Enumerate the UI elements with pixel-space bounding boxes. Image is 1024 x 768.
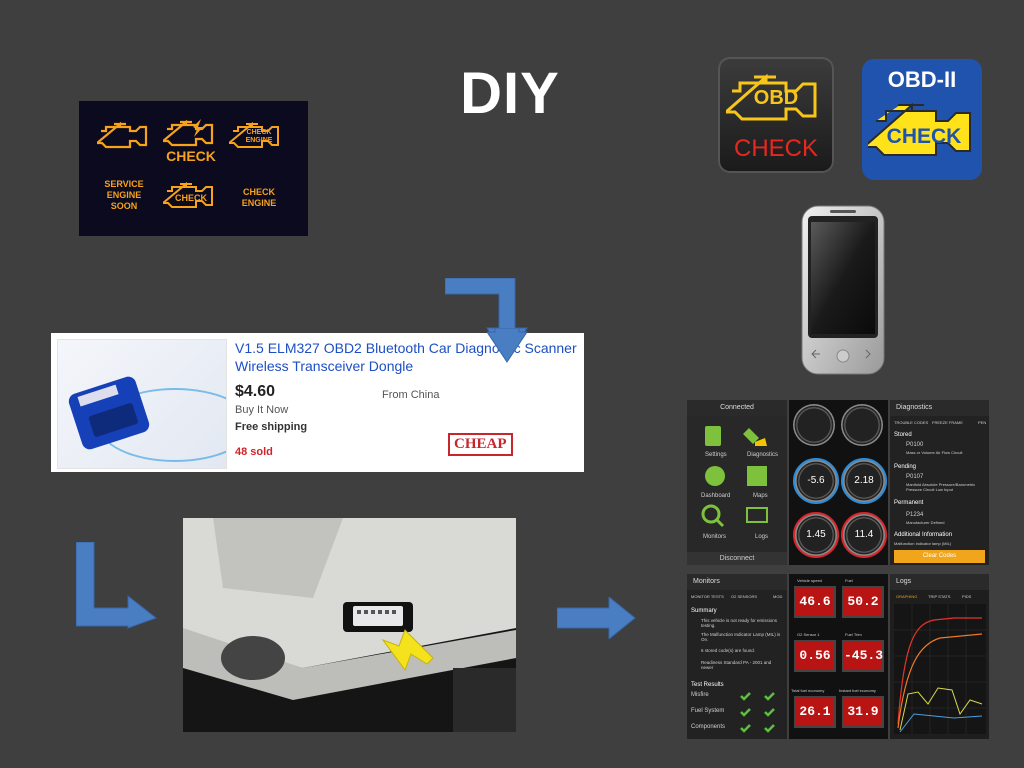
mon-line-0: This vehicle is not ready for emissions … xyxy=(701,618,778,628)
mon-line-3: Readiness Standard PA - 2001 and newer xyxy=(701,660,772,670)
arrow-right-l-icon xyxy=(76,542,158,629)
menu-diagnostics[interactable]: Diagnostics xyxy=(747,452,779,458)
diag-tab-0[interactable]: TROUBLE CODES xyxy=(894,420,929,425)
mon-test-0: Misfire xyxy=(691,692,709,698)
diag-permanent-label: Permanent xyxy=(894,500,924,506)
diag-pending-code: P0107 xyxy=(906,474,924,480)
connected-screen: Connected Settings Diagnostics Dashboard… xyxy=(687,400,787,565)
service-engine-soon-label: SERVICE ENGINE SOON xyxy=(104,179,144,211)
readout-label-3: Fuel Trim xyxy=(845,632,862,637)
gauge-2: 2.18 xyxy=(841,458,887,504)
check-engine-text-label: CHECK ENGINE xyxy=(241,187,277,208)
obd-check-app-icon[interactable]: OBD CHECK xyxy=(718,57,834,173)
readouts-screen: Vehicle speed Fuel 46.6 50.2 O2 Sensor 1… xyxy=(789,574,888,739)
logs-header: Logs xyxy=(890,574,989,590)
cheap-stamp: CHEAP xyxy=(448,433,513,456)
diag-permanent-desc: Manufacturer Defined xyxy=(906,520,945,525)
connected-header: Connected xyxy=(687,400,787,416)
readout-0: 46.6 xyxy=(794,586,836,618)
obd-dongle-image xyxy=(57,339,227,469)
monitors-header: Monitors xyxy=(687,574,787,590)
gauge-3: 1.45 xyxy=(793,512,839,558)
mon-tab-2[interactable]: MOD xyxy=(773,594,783,599)
gauges-screen: -5.6 2.18 1.45 11.4 xyxy=(789,400,888,565)
gauge-1: -5.6 xyxy=(793,458,839,504)
mon-summary-label: Summary xyxy=(691,608,717,614)
logs-screen: Logs GRAPHING TRIP STATS PIDS xyxy=(890,574,989,739)
icon1-bottom-label: CHECK xyxy=(733,135,818,162)
grid-icons xyxy=(701,426,768,528)
gauge-rpm xyxy=(841,404,883,446)
mon-tab-0[interactable]: MONITOR TESTS xyxy=(691,594,724,599)
mon-tab-1[interactable]: O2 SENSORS xyxy=(731,594,758,599)
diag-additional-desc: Malfunction Indicator lamp (MIL) xyxy=(894,541,952,546)
obd2-check-app-icon[interactable]: OBD-II CHECK xyxy=(862,59,982,180)
diag-stored-label: Stored xyxy=(894,432,912,438)
readout-label-2: O2 Sensor 1 xyxy=(797,632,820,637)
readout-label-1: Fuel xyxy=(845,578,853,583)
listing-title[interactable]: V1.5 ELM327 OBD2 Bluetooth Car Diagnosti… xyxy=(235,340,577,374)
check-engine-icon xyxy=(229,121,279,148)
mon-test-results-label: Test Results xyxy=(691,682,724,688)
diagnostics-header: Diagnostics xyxy=(890,400,989,416)
mon-line-2: 6 stored code(s) are found. xyxy=(701,648,756,653)
icon1-top-label: OBD xyxy=(753,87,799,109)
logs-tab-0[interactable]: GRAPHING xyxy=(896,594,918,599)
readout-1: 50.2 xyxy=(842,586,884,618)
diag-pending-label: Pending xyxy=(894,464,917,470)
mon-test-2: Components xyxy=(691,724,726,730)
disconnect-button[interactable]: Disconnect xyxy=(687,552,787,565)
menu-logs[interactable]: Logs xyxy=(755,534,769,540)
readout-2: 0.56 xyxy=(794,640,836,672)
readout-3: -45.3 xyxy=(842,640,884,672)
readout-label-0: Vehicle speed xyxy=(797,578,822,583)
diag-tab-2[interactable]: PEN xyxy=(978,420,987,425)
diagnostics-screen: Diagnostics TROUBLE CODES FREEZE FRAME P… xyxy=(890,400,989,565)
logs-tab-2[interactable]: PIDS xyxy=(962,594,972,599)
page-title: DIY xyxy=(460,61,560,126)
engine-icon xyxy=(97,121,148,149)
monitors-screen: Monitors MONITOR TESTS O2 SENSORS MOD Su… xyxy=(687,574,787,739)
diag-pending-desc: Manifold Absolute Pressure/Barometric Pr… xyxy=(906,482,976,492)
icon2-top-label: OBD-II xyxy=(887,67,957,92)
clear-codes-button[interactable]: Clear Codes xyxy=(894,550,985,563)
arrow-down-head-icon xyxy=(487,328,528,363)
check-engine-small-icon xyxy=(163,181,213,208)
readout-label-4: Total fuel economy xyxy=(791,688,825,693)
log-graph xyxy=(894,604,986,734)
sold-count: 48 sold xyxy=(235,446,273,458)
check-label-large: CHECK xyxy=(166,148,216,164)
readout-label-5: Instant fuel economy xyxy=(839,688,876,693)
ebay-listing[interactable]: V1.5 ELM327 OBD2 Bluetooth Car Diagnosti… xyxy=(51,333,584,472)
warning-lights-panel: CHECK CHECK ENGINE SERVICE ENGINE SOON C… xyxy=(79,101,308,236)
logs-tab-1[interactable]: TRIP STATS xyxy=(928,594,951,599)
icon2-bottom-label: CHECK xyxy=(886,125,962,148)
mon-test-1: Fuel System xyxy=(691,708,725,714)
buy-it-now-label: Buy It Now xyxy=(235,404,289,416)
gauge-speed xyxy=(793,404,835,446)
diag-tab-1[interactable]: FREEZE FRAME xyxy=(932,420,963,425)
mon-line-1: The Malfunction Indicator Lamp (MIL) is … xyxy=(701,632,781,642)
diag-stored-code: P0100 xyxy=(906,442,924,448)
smartphone-image xyxy=(800,204,886,376)
check-label-small: CHECK xyxy=(175,193,208,203)
gauge-4: 11.4 xyxy=(841,512,887,558)
menu-dashboard[interactable]: Dashboard xyxy=(701,493,731,499)
readout-5: 31.9 xyxy=(842,696,884,728)
diag-stored-desc: Mass or Volume Air Flow Circuit xyxy=(906,450,963,455)
readout-4: 26.1 xyxy=(794,696,836,728)
obd-port-photo xyxy=(183,518,516,732)
shipping-label: Free shipping xyxy=(235,421,308,433)
menu-monitors[interactable]: Monitors xyxy=(703,534,727,540)
check-engine-icon-text: CHECK ENGINE xyxy=(245,129,273,144)
listing-price: $4.60 xyxy=(235,383,276,400)
menu-maps[interactable]: Maps xyxy=(753,493,768,499)
ships-from-label: From China xyxy=(382,389,440,401)
engine-wrench-icon xyxy=(163,119,214,147)
arrow-right-icon xyxy=(557,597,636,639)
diag-permanent-code: P1234 xyxy=(906,512,924,518)
diag-additional-label: Additional Information xyxy=(894,532,953,538)
menu-settings[interactable]: Settings xyxy=(705,452,727,458)
checkmark-icons xyxy=(740,692,775,733)
